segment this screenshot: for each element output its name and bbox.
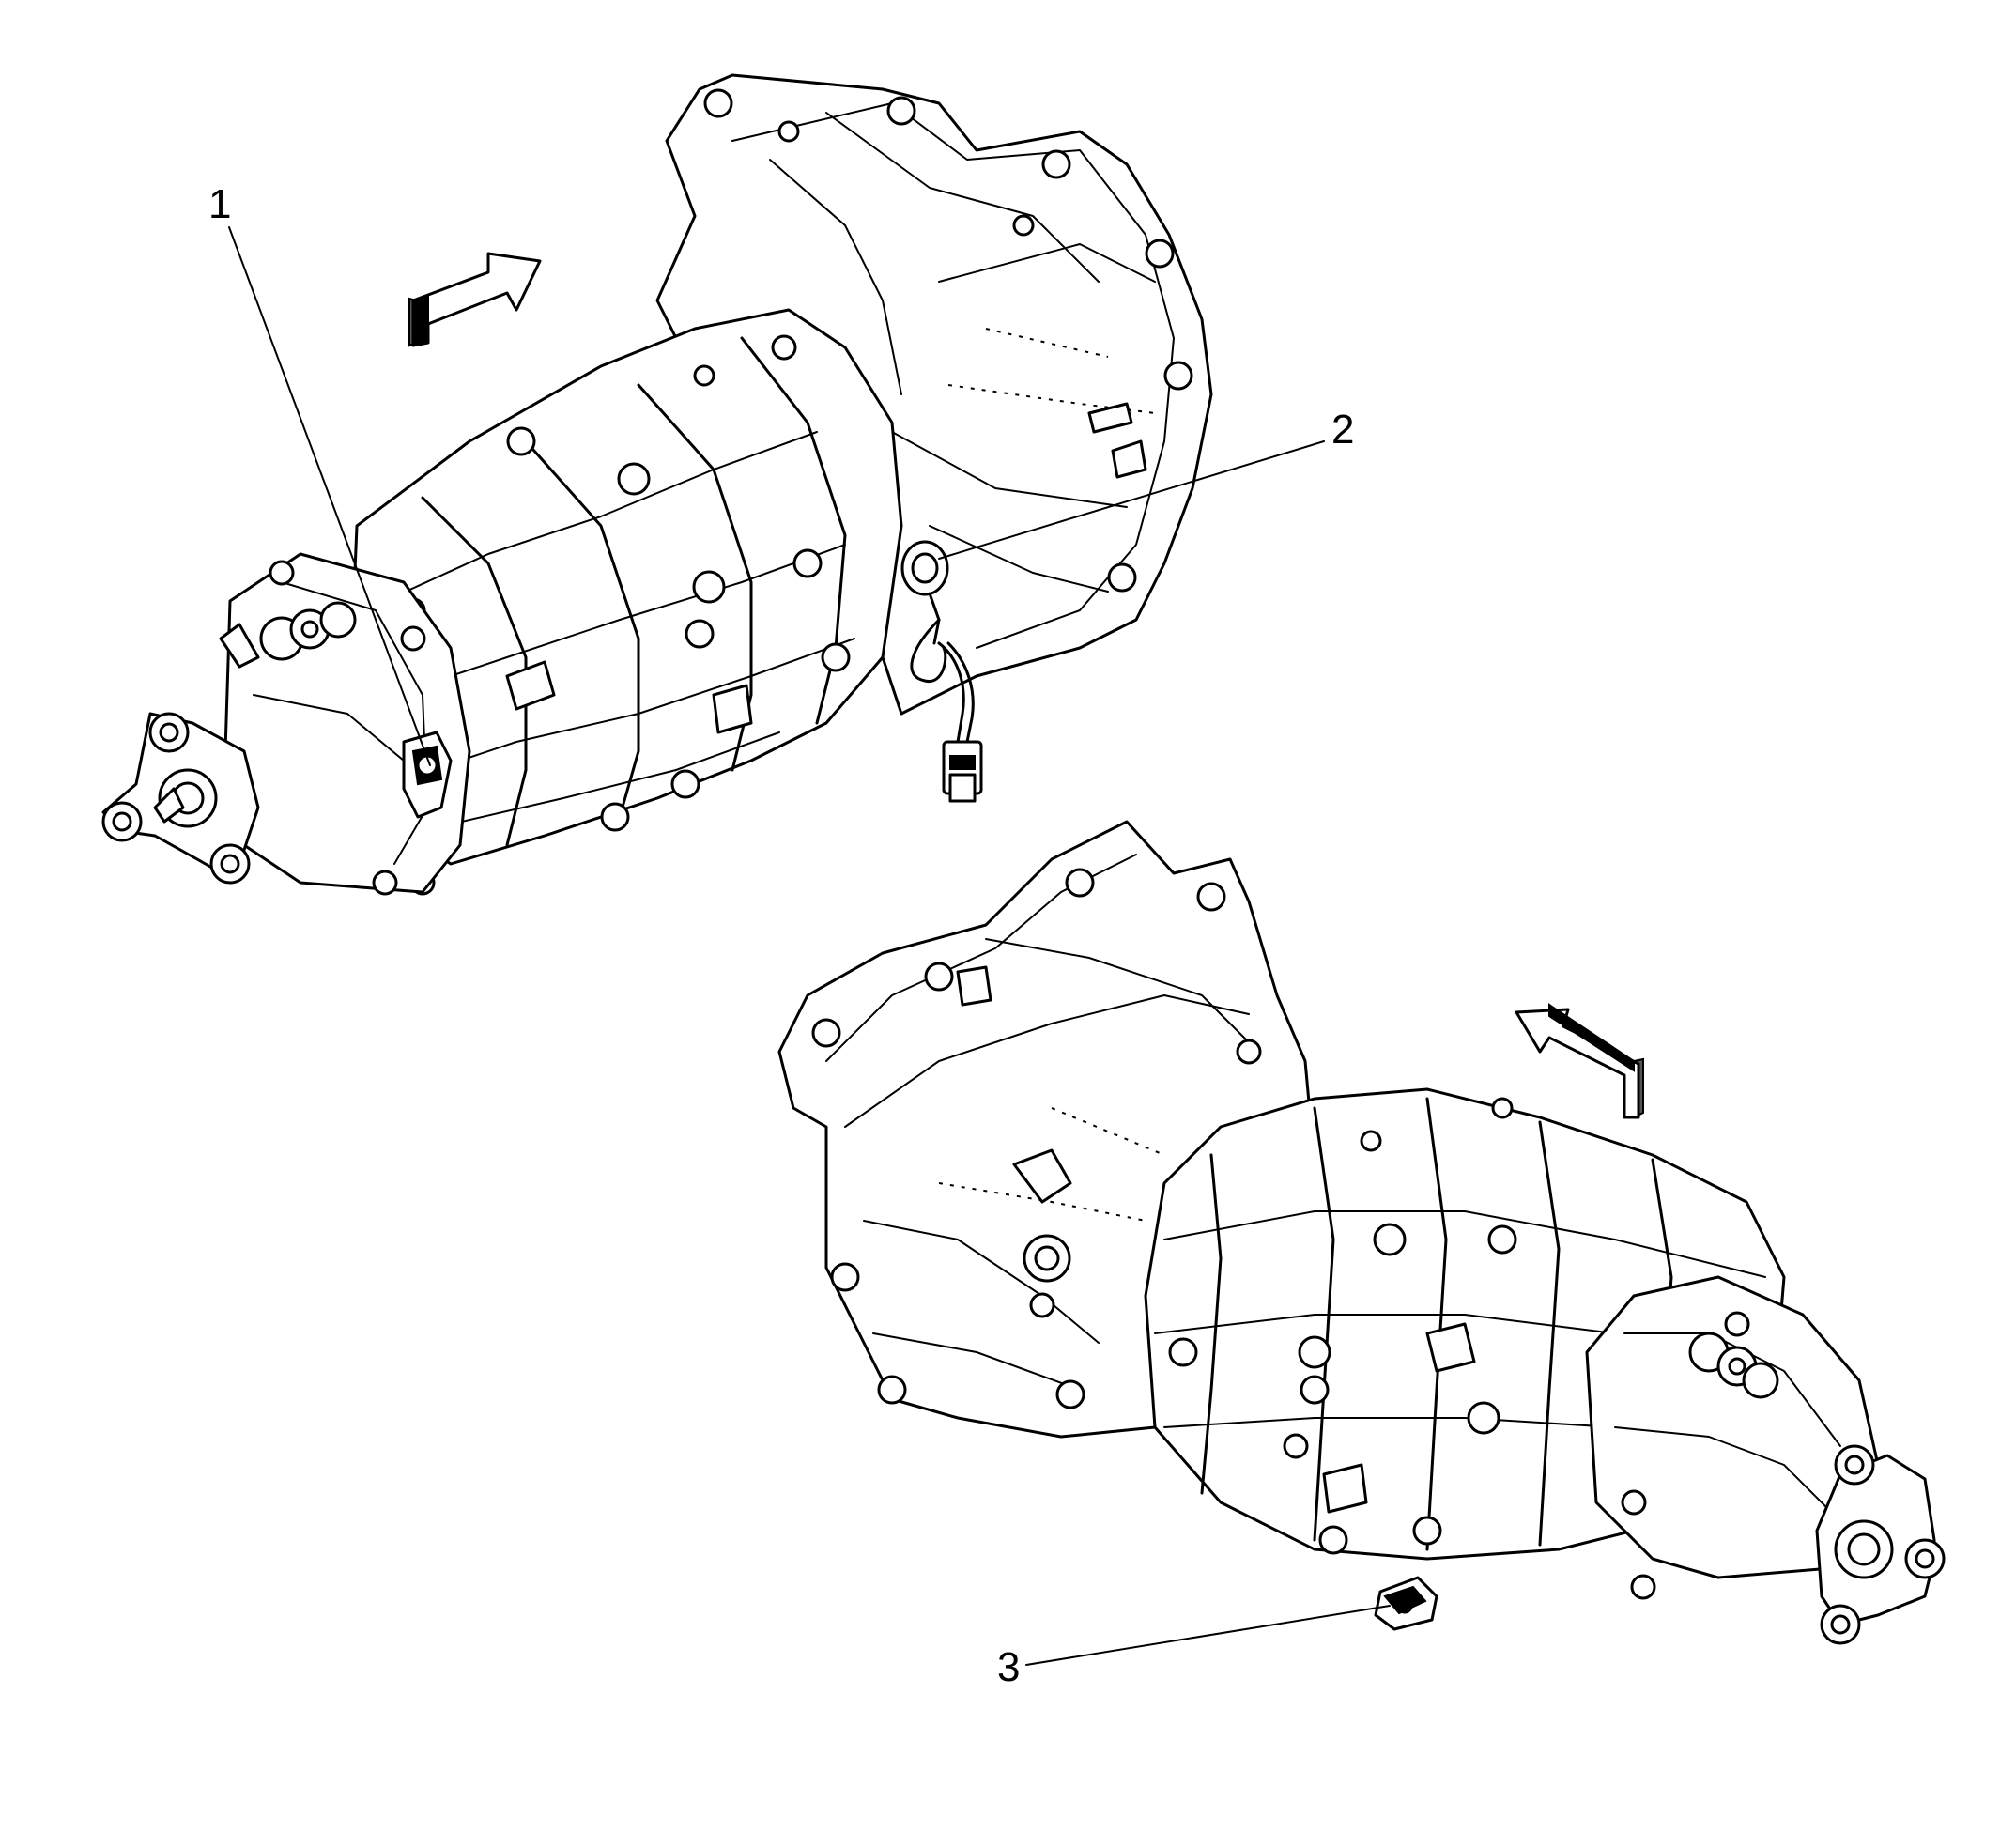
callout-3-leader: [1025, 1605, 1391, 1666]
callout-3-label: 3: [997, 1644, 1020, 1690]
callout-1-leader: [228, 226, 431, 766]
callout-3: 3: [997, 1605, 1391, 1690]
callout-2: 2: [938, 407, 1354, 560]
callout-2-leader: [938, 440, 1325, 560]
upper-transmission: [101, 73, 1213, 896]
part-3-drain-plug: [1374, 1576, 1438, 1631]
part-2-sensor-harness: [900, 540, 983, 803]
part-1-sensor: [402, 731, 453, 819]
lower-direction-arrow-icon: [1515, 1003, 1644, 1119]
lower-transmission: [777, 820, 1946, 1645]
callout-2-label: 2: [1331, 407, 1354, 453]
callout-1: 1: [208, 181, 431, 766]
lower-tail-housing: [1585, 1275, 1880, 1579]
upper-direction-arrow-icon: [408, 252, 542, 347]
callout-1-label: 1: [208, 181, 231, 227]
